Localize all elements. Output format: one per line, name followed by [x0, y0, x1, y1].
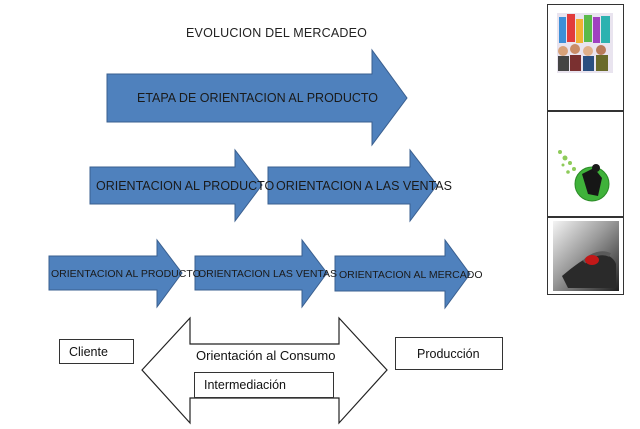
image-panel-hand: [547, 217, 624, 295]
stage-3-arrow-2-label: ORIENTACION LAS VENTAS: [198, 268, 338, 280]
stage-3-arrow-3-label: ORIENTACION AL MERCADO: [339, 269, 483, 281]
stage-2-arrow-1-label: ORIENTACION AL PRODUCTO: [96, 179, 275, 193]
stage-1-arrow-label: ETAPA DE ORIENTACION AL PRODUCTO: [137, 91, 379, 105]
hand-on-red-object-image: [553, 221, 619, 291]
stage-3-arrow-1-label: ORIENTACION AL PRODUCTO: [51, 268, 201, 280]
stage-3-arrow-3: [334, 238, 471, 310]
consumo-label: Orientación al Consumo: [196, 348, 336, 363]
stage-3-arrow-1: [48, 238, 183, 309]
diagram-title: EVOLUCION DEL MERCADEO: [186, 26, 368, 40]
stage-2-arrow-2: [267, 148, 438, 223]
intermediacion-box: Intermediación: [194, 372, 334, 398]
green-circle-figure-image: [558, 150, 610, 202]
cliente-label: Cliente: [69, 344, 108, 359]
stage-2-arrow-2-label: ORIENTACION A LAS VENTAS: [276, 179, 452, 193]
bottom-double-arrow: [141, 316, 388, 425]
image-panel-green: [547, 111, 624, 217]
stage-3-arrow-2: [194, 238, 328, 309]
crowd-collage-image: [557, 13, 613, 73]
stage-1-arrow: [106, 48, 408, 147]
cliente-box: Cliente: [59, 339, 134, 364]
produccion-label: Producción: [417, 346, 480, 361]
stage-2-arrow-1: [89, 148, 263, 223]
intermediacion-label: Intermediación: [204, 378, 286, 392]
produccion-box: Producción: [395, 337, 503, 370]
image-panel-crowd: [547, 4, 624, 111]
